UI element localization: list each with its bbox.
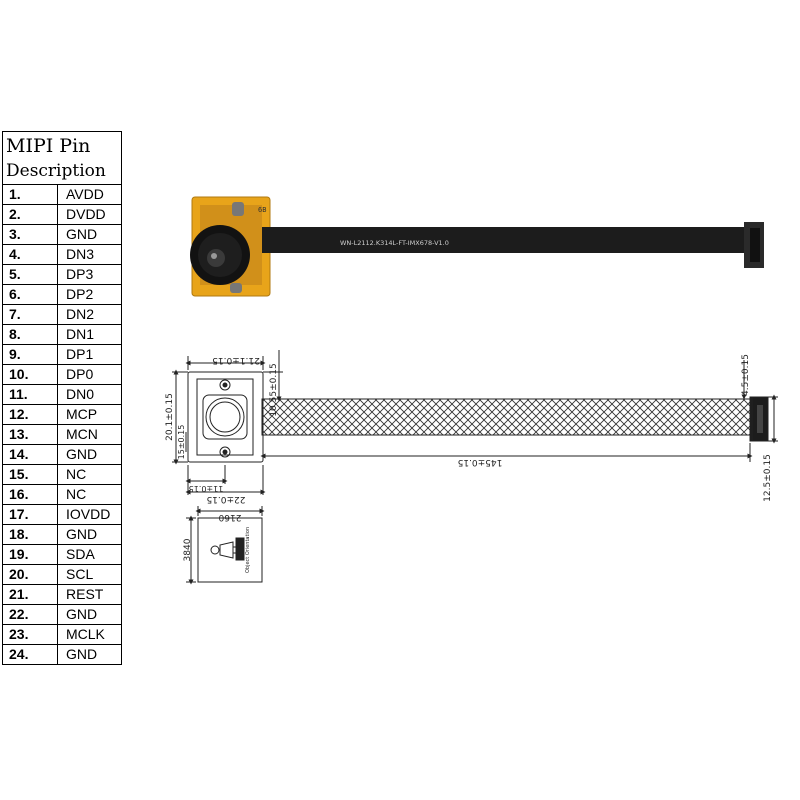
pin-row: 12.MCP [2,404,122,425]
pin-signal: GND [57,224,122,245]
dim-bottom-inner-label: 11±0.15 [189,484,224,493]
pin-row: 5.DP3 [2,264,122,285]
pin-signal: IOVDD [57,504,122,525]
pin-signal: GND [57,644,122,665]
pin-signal: DP0 [57,364,122,385]
pin-signal: MCLK [57,624,122,645]
pin-row: 24.GND [2,644,122,665]
pin-row: 22.GND [2,604,122,625]
flex-cable [262,227,748,253]
pin-signal: MCP [57,404,122,425]
pin-signal: DVDD [57,204,122,225]
pin-row: 10.DP0 [2,364,122,385]
pin-signal: MCN [57,424,122,445]
orientation-width-label: 2160 [218,512,241,522]
pin-signal: SCL [57,564,122,585]
pin-row: 21.REST [2,584,122,605]
pin-row: 1.AVDD [2,184,122,205]
dim-left-offset-label: 15±0.15 [177,425,186,460]
dim-left-height-label: 20.1±0.15 [165,393,175,441]
cable-outline [261,398,753,436]
orientation-caption: Object Orientation [245,527,251,573]
pin-signal: DP3 [57,264,122,285]
technical-drawing [172,350,778,585]
dim-cable-width-label: 10.55±0.15 [269,363,279,416]
dim-connector-width-label: 4.5±0.15 [741,354,751,396]
pin-signal: DP2 [57,284,122,305]
orientation-height-label: 3840 [183,538,193,561]
pin-row: 17.IOVDD [2,504,122,525]
person-orientation-icon [210,541,239,559]
dim-connector-length-label: 12.5±0.15 [763,454,773,502]
pin-row: 23.MCLK [2,624,122,645]
pin-number: 24. [2,644,58,665]
pin-row: 6.DP2 [2,284,122,305]
pin-row: 8.DN1 [2,324,122,345]
cable-print: WN-L2112.K314L-FT-IMX678-V1.0 [340,239,449,247]
pin-signal: DN3 [57,244,122,265]
pin-row: 4.DN3 [2,244,122,265]
pin-number: 23. [2,624,58,645]
pin-number: 18. [2,524,58,545]
table-subtitle: Description [6,161,106,181]
pin-signal: REST [57,584,122,605]
pin-row: 11.DN0 [2,384,122,405]
module-photo: 6B WN-L2112.K314L-FT-IMX678-V1.0 [190,196,764,297]
pin-signal: DN0 [57,384,122,405]
pin-row: 18.GND [2,524,122,545]
orientation-box [197,517,263,583]
pin-row: 15.NC [2,464,122,485]
dim-top-label: 21.1±0.15 [212,355,260,365]
pin-signal: AVDD [57,184,122,205]
table-header: MIPI Pin Description [2,131,122,185]
pin-signal: DP1 [57,344,122,365]
lens-outline [205,397,245,437]
dim-bottom-total-label: 22±0.15 [206,494,245,504]
board-print: 6B [258,206,266,214]
pin-row: 16.NC [2,484,122,505]
table-title: MIPI Pin [6,135,91,157]
pin-signal: DN1 [57,324,122,345]
pin-number: 14. [2,444,58,465]
pin-row: 20.SCL [2,564,122,585]
dim-length-label: 145±0.15 [458,457,503,467]
pin-number: 10. [2,364,58,385]
